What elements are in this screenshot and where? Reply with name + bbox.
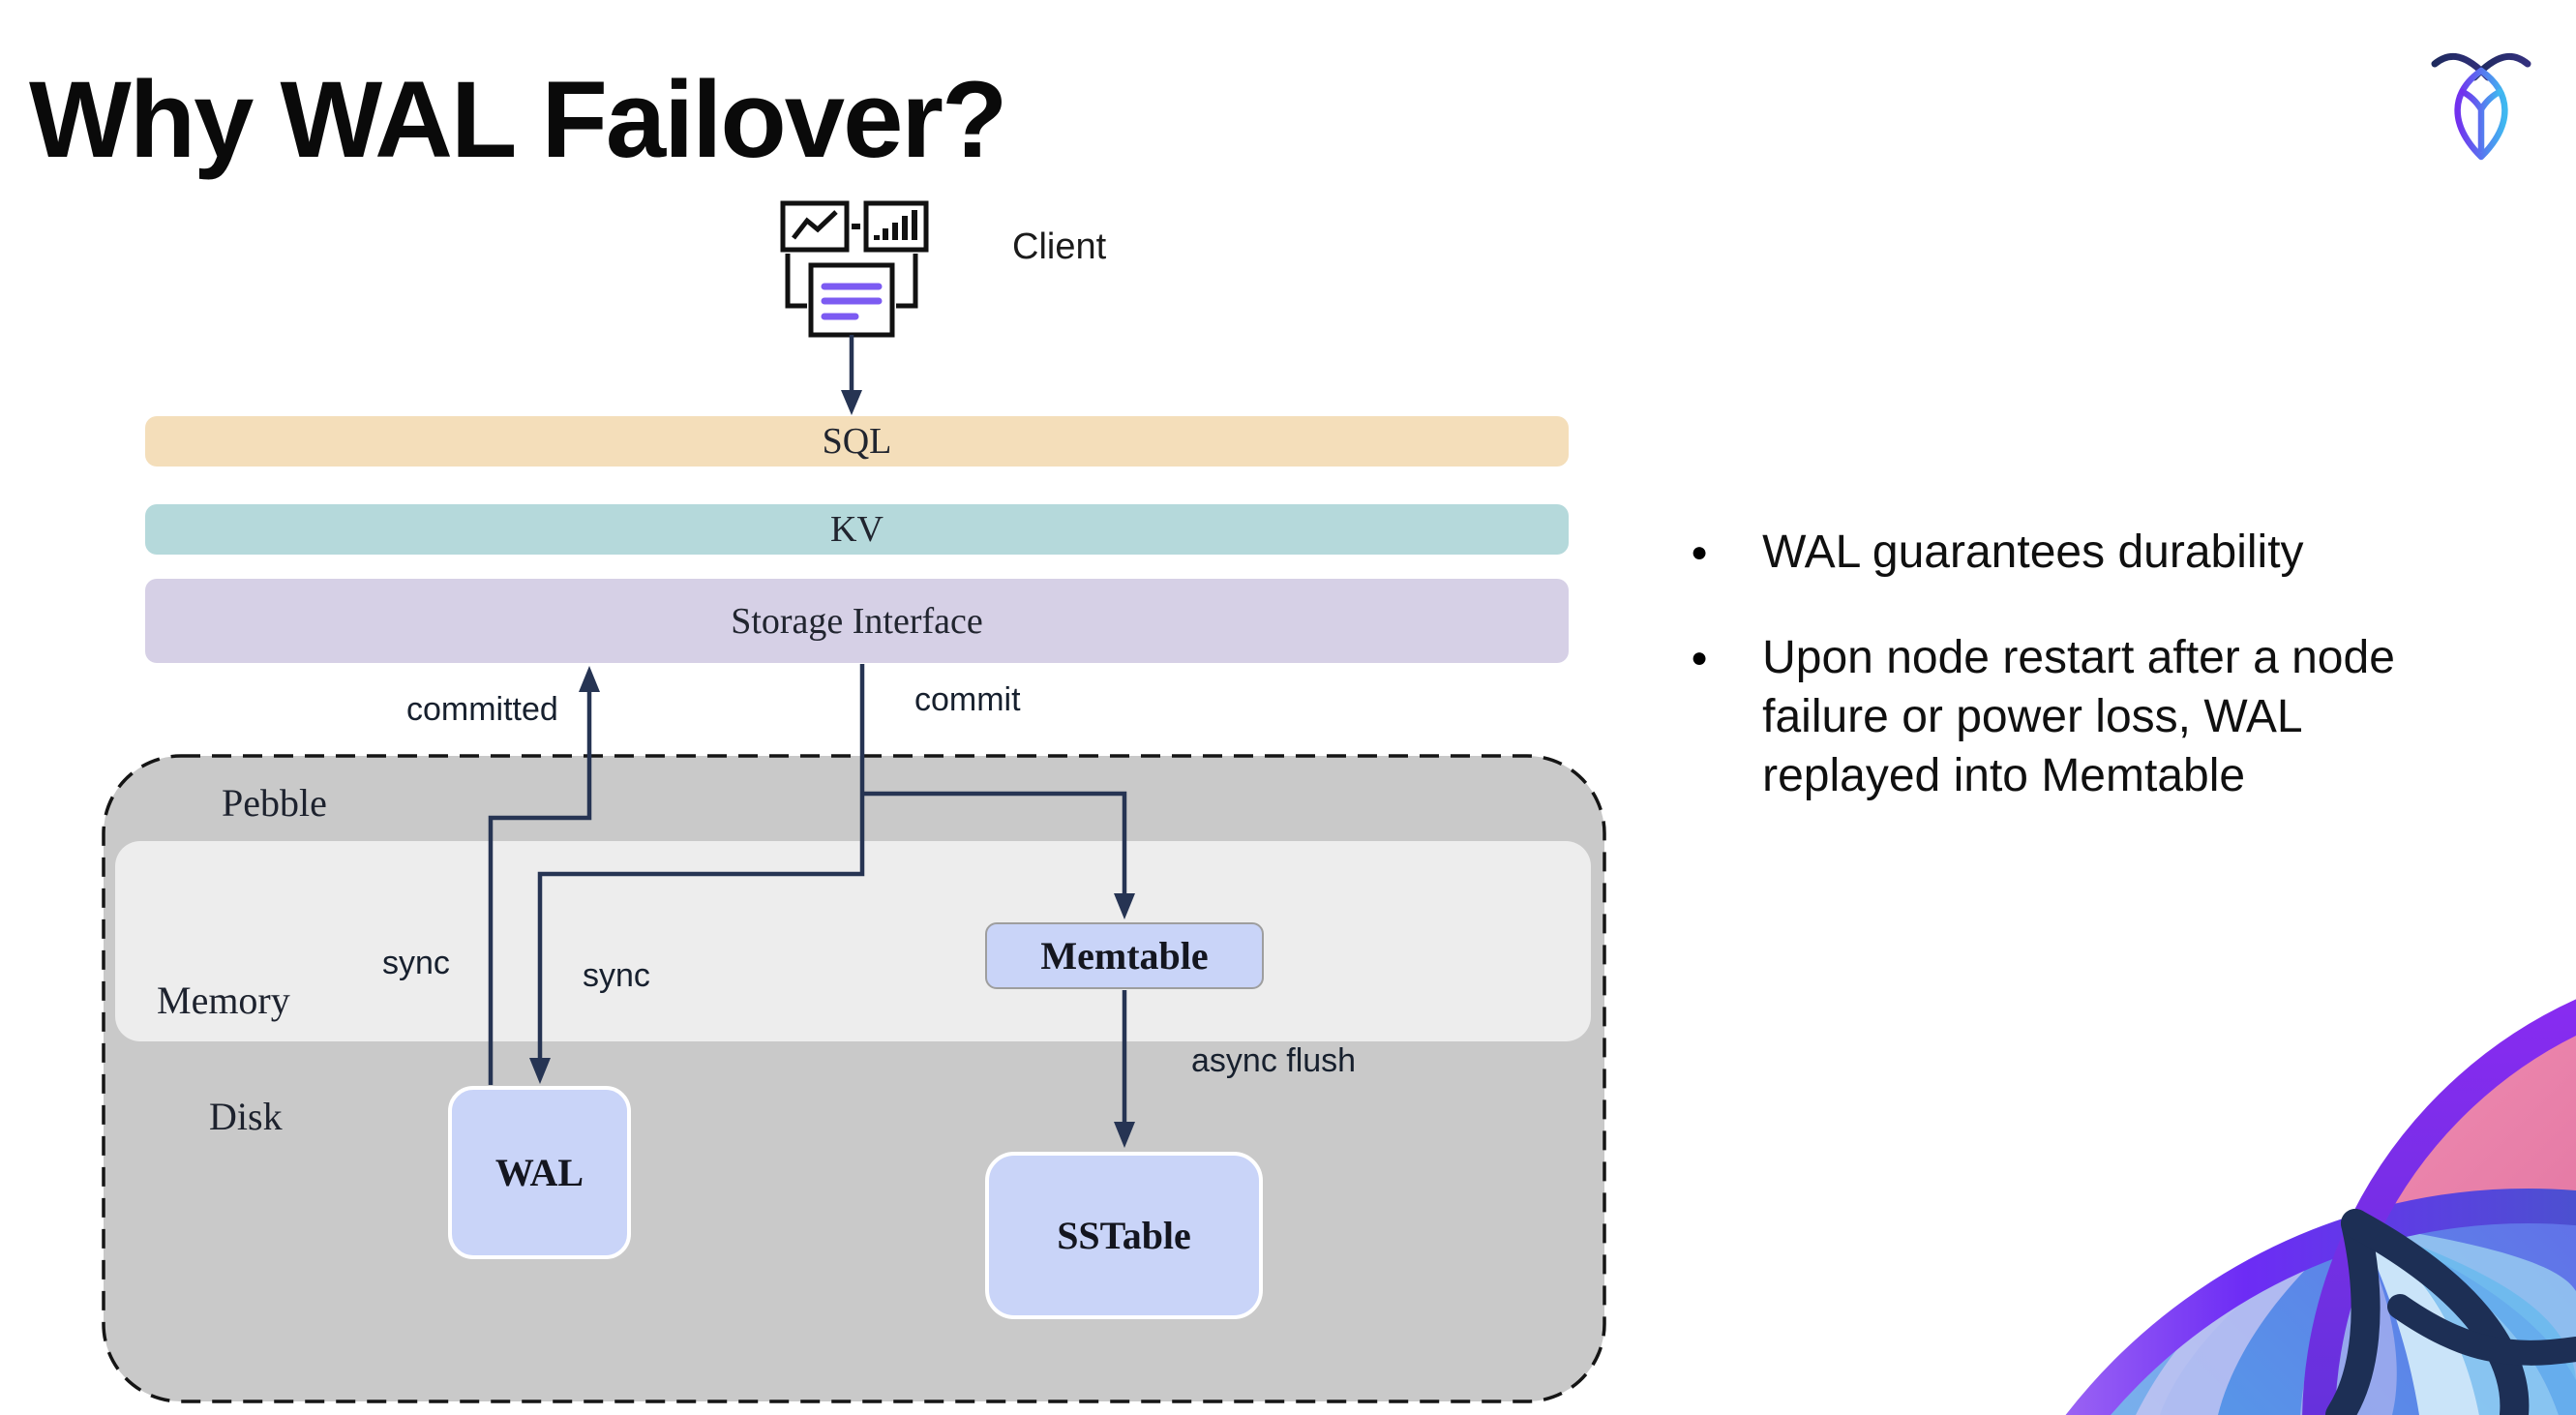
sstable-node-label: SSTable bbox=[1057, 1214, 1191, 1257]
edge-label-sync-memtable: sync bbox=[583, 957, 650, 994]
layer-kv-label: KV bbox=[830, 509, 884, 550]
wal-node: WAL bbox=[448, 1086, 631, 1259]
memory-band bbox=[115, 841, 1591, 1041]
bar-chart-icon bbox=[863, 200, 929, 253]
memory-label: Memory bbox=[157, 978, 290, 1022]
pebble-box bbox=[102, 754, 1606, 1403]
memtable-node-label: Memtable bbox=[1040, 934, 1209, 978]
client-label: Client bbox=[1012, 226, 1107, 267]
art-leaf-veins bbox=[2325, 1209, 2576, 1415]
edge-label-sync-wal: sync bbox=[382, 945, 450, 981]
list-item: ● WAL guarantees durability bbox=[1691, 523, 2474, 582]
line-chart-icon bbox=[780, 200, 850, 253]
bracket-right bbox=[896, 254, 918, 309]
bullet-text: WAL guarantees durability bbox=[1762, 527, 2304, 578]
layer-storage-interface: Storage Interface bbox=[145, 579, 1569, 663]
edge-label-committed: committed bbox=[406, 691, 558, 728]
edge-label-commit: commit bbox=[914, 681, 1021, 718]
arrow-commit-to-wal bbox=[537, 664, 865, 1075]
layer-kv: KV bbox=[145, 504, 1569, 555]
document-icon bbox=[808, 262, 895, 338]
client-icon bbox=[780, 200, 929, 338]
bracket-left bbox=[785, 254, 807, 309]
arrowhead-up bbox=[579, 666, 600, 692]
bullet-text: Upon node restart after a node failure o… bbox=[1762, 632, 2395, 801]
art-purple-rim-blue bbox=[2065, 1189, 2576, 1415]
arrow-wal-committed bbox=[488, 676, 592, 1085]
arrowhead-down bbox=[529, 1058, 551, 1084]
cockroachdb-logo-icon bbox=[2431, 53, 2531, 161]
memtable-node: Memtable bbox=[985, 922, 1264, 989]
arrowhead-down bbox=[1114, 893, 1135, 919]
disk-label: Disk bbox=[209, 1095, 283, 1138]
dash-connector bbox=[852, 224, 860, 229]
layer-sql-label: SQL bbox=[822, 421, 892, 462]
bullet-dot-icon: ● bbox=[1691, 642, 1709, 674]
sstable-node: SSTable bbox=[985, 1152, 1263, 1319]
brand-artwork bbox=[2065, 999, 2576, 1415]
arrowhead-down bbox=[841, 390, 862, 415]
layer-sql: SQL bbox=[145, 416, 1569, 467]
arrow-commit-to-memtable bbox=[862, 791, 1127, 911]
bullet-list: ● WAL guarantees durability ● Upon node … bbox=[1691, 523, 2474, 805]
edge-label-async-flush: async flush bbox=[1191, 1042, 1357, 1079]
wal-node-label: WAL bbox=[494, 1151, 584, 1194]
layer-storage-interface-label: Storage Interface bbox=[731, 600, 983, 642]
list-item: ● Upon node restart after a node failure… bbox=[1691, 628, 2474, 805]
page-title: Why WAL Failover? bbox=[29, 59, 1007, 180]
bullet-dot-icon: ● bbox=[1691, 536, 1709, 568]
arrowhead-down bbox=[1114, 1122, 1135, 1148]
pebble-label: Pebble bbox=[222, 781, 327, 825]
